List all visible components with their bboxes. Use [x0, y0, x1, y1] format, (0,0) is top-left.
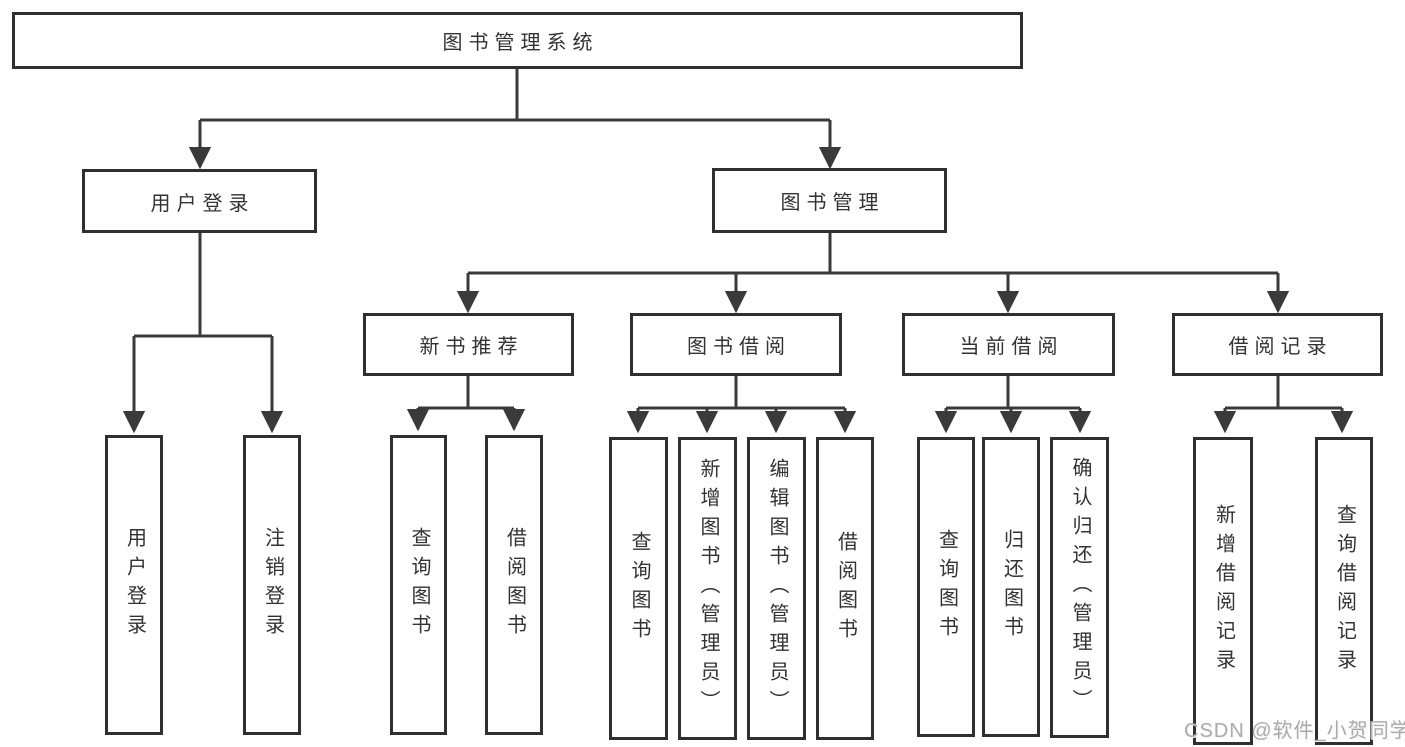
leaf-label: 查询图书: [408, 527, 430, 643]
leaf-nb-query-books: 查询图书: [390, 435, 447, 735]
leaf-logout: 注销登录: [243, 435, 301, 735]
leaf-bb-edit-books-admin: 编辑图书（管理员）: [747, 437, 806, 740]
node-current-borrowing: 当前借阅: [902, 313, 1115, 376]
watermark: CSDN @软件_小贺同学: [1184, 720, 1405, 742]
node-label: 图书管理系统: [442, 32, 599, 54]
leaf-label: 借阅图书: [834, 530, 857, 647]
leaf-label: 新增图书（管理员）: [697, 458, 719, 719]
node-book-management: 图书管理: [712, 168, 947, 233]
leaf-bb-add-books-admin: 新增图书（管理员）: [678, 437, 737, 740]
leaf-label: 确认归还（管理员）: [1069, 457, 1091, 718]
leaf-label: 查询图书: [628, 530, 650, 647]
node-label: 新书推荐: [419, 336, 524, 358]
node-library-system: 图书管理系统: [12, 12, 1023, 69]
leaf-label: 注销登录: [261, 527, 284, 643]
node-borrowing-records: 借阅记录: [1172, 313, 1383, 376]
leaf-label: 归还图书: [1000, 529, 1023, 645]
leaf-bb-query-books: 查询图书: [609, 437, 668, 740]
leaf-br-add-record: 新增借阅记录: [1193, 437, 1253, 745]
leaf-label: 新增借阅记录: [1212, 504, 1235, 678]
leaf-cb-return-books: 归还图书: [982, 437, 1040, 737]
node-label: 当前借阅: [959, 336, 1064, 358]
node-book-borrowing: 图书借阅: [630, 313, 842, 376]
leaf-user-login: 用户登录: [105, 435, 163, 735]
node-label: 图书管理: [780, 192, 885, 214]
node-label: 用户登录: [150, 192, 255, 215]
leaf-cb-confirm-return-admin: 确认归还（管理员）: [1050, 437, 1109, 738]
node-new-book-recommend: 新书推荐: [363, 313, 574, 376]
leaf-br-query-record: 查询借阅记录: [1315, 437, 1373, 745]
leaf-cb-query-books: 查询图书: [917, 437, 975, 737]
node-label: 借阅记录: [1228, 336, 1333, 358]
leaf-label: 编辑图书（管理员）: [766, 458, 788, 719]
node-label: 图书借阅: [687, 336, 791, 358]
node-user-login: 用户登录: [82, 169, 317, 233]
leaf-label: 查询借阅记录: [1333, 504, 1356, 678]
leaf-label: 借阅图书: [503, 527, 526, 643]
leaf-label: 用户登录: [123, 527, 146, 643]
leaf-bb-borrow-books: 借阅图书: [816, 437, 874, 740]
leaf-label: 查询图书: [935, 529, 958, 645]
leaf-nb-borrow-books: 借阅图书: [485, 435, 543, 735]
